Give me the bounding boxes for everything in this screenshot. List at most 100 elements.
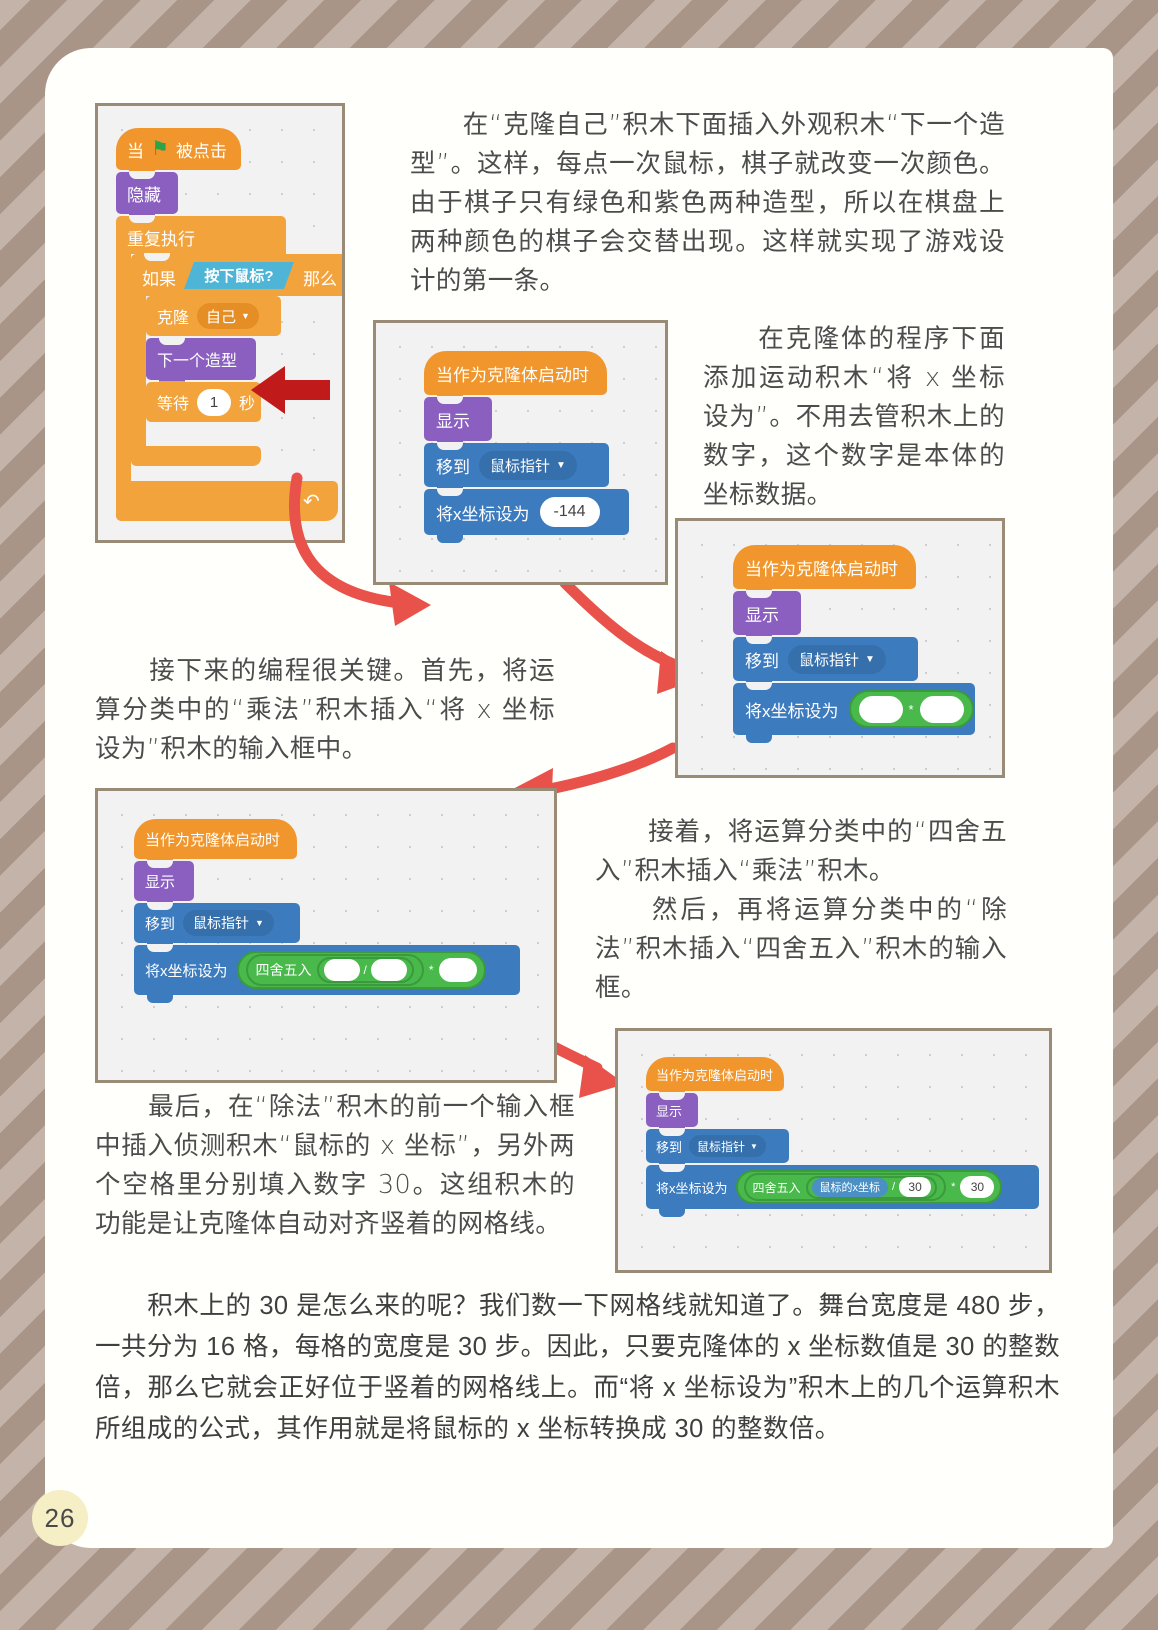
set-x-value: -144 — [553, 503, 586, 520]
block-create-clone[interactable]: 克隆 自己 ▼ — [146, 295, 281, 336]
divide-operand-b[interactable] — [370, 959, 407, 981]
multiply-operand-a[interactable] — [858, 695, 903, 723]
block-wait[interactable]: 等待 1 秒 — [146, 381, 261, 422]
paragraph-5: 最后，在“除法”积木的前一个输入框中插入侦测积木“鼠标的 x 坐标”，另外两个空… — [95, 1092, 575, 1239]
block-when-i-start-as-clone[interactable]: 当作为克隆体启动时 — [424, 351, 607, 403]
goto-target-dropdown[interactable]: 鼠标指针 ▼ — [479, 450, 577, 480]
block-round[interactable]: 四舍五入 鼠标的x坐标 / 30 — [743, 1173, 947, 1201]
operand-c-value: 30 — [970, 1180, 985, 1194]
block-notch-top — [159, 295, 185, 303]
block-notch — [659, 1208, 685, 1217]
clone-script-panel-1: 当作为克隆体启动时 显示 移到 鼠标指针 ▼ 将x坐标设为 — [373, 320, 668, 585]
block-divide[interactable]: / — [316, 957, 414, 983]
block-next-costume[interactable]: 下一个造型 — [146, 337, 256, 388]
divide-operator: / — [892, 1181, 896, 1193]
clone-target-dropdown[interactable]: 自己 ▼ — [197, 303, 259, 329]
block-goto[interactable]: 移到 鼠标指针 ▼ — [646, 1128, 789, 1171]
block-if-then[interactable]: 如果 按下鼠标? 那么 — [131, 253, 342, 296]
divide-operand-b[interactable]: 30 — [899, 1177, 932, 1197]
block-show[interactable]: 显示 — [646, 1092, 698, 1135]
green-flag-icon: ⚑ — [151, 138, 169, 160]
block-notch-top — [129, 215, 155, 223]
paragraph-2: 在克隆体的程序下面添加运动积木“将 x 坐标设为”。不用去管积木上的数字，这个数… — [703, 324, 1005, 510]
clone-script-panel-2: 当作为克隆体启动时 显示 移到 鼠标指针 ▼ 将x坐标设为 — [675, 518, 1005, 778]
goto-target-dropdown[interactable]: 鼠标指针 ▼ — [183, 910, 274, 936]
loop-arrow-icon: ↷ — [303, 491, 320, 513]
goto-label: 移到 — [745, 651, 779, 671]
forever-label: 重复执行 — [127, 230, 195, 249]
set-x-label: 将x坐标设为 — [656, 1180, 728, 1196]
block-when-i-start-as-clone[interactable]: 当作为克隆体启动时 — [134, 819, 297, 867]
block-show[interactable]: 显示 — [134, 860, 194, 909]
block-set-x[interactable]: 将x坐标设为 四舍五入 鼠标的x坐标 / 30 — [646, 1164, 1039, 1217]
goto-target-label: 鼠标指针 — [193, 915, 250, 931]
block-multiply[interactable]: 四舍五入 / * — [236, 951, 486, 989]
goto-target-dropdown[interactable]: 鼠标指针 ▼ — [689, 1135, 766, 1157]
divide-operand-a[interactable] — [323, 959, 360, 981]
show-label: 显示 — [436, 411, 470, 431]
block-notch-top — [659, 1164, 685, 1172]
block-goto[interactable]: 移到 鼠标指针 ▼ — [733, 636, 918, 689]
show-label: 显示 — [656, 1103, 683, 1119]
block-multiply[interactable]: 四舍五入 鼠标的x坐标 / 30 * 30 — [735, 1170, 1003, 1204]
chevron-down-icon: ▼ — [255, 918, 264, 928]
wait-value: 1 — [209, 393, 219, 411]
block-notch — [437, 534, 463, 543]
block-notch-top — [437, 442, 463, 450]
block-divide[interactable]: 鼠标的x坐标 / 30 — [805, 1175, 938, 1199]
round-label: 四舍五入 — [752, 1180, 801, 1195]
clicked-label: 被点击 — [175, 141, 227, 161]
block-notch-top — [746, 636, 772, 644]
paragraph-1: 在“克隆自己”积木下面插入外观积木“下一个造型”。这样，每点一次鼠标，棋子就改变… — [410, 110, 1005, 296]
if-bottom — [131, 446, 261, 466]
chevron-down-icon: ▼ — [241, 311, 250, 321]
block-forever[interactable]: 重复执行 — [116, 215, 286, 254]
block-when-i-start-as-clone[interactable]: 当作为克隆体启动时 — [646, 1057, 784, 1099]
set-x-label: 将x坐标设为 — [436, 504, 530, 524]
set-x-value-input[interactable]: -144 — [539, 497, 600, 527]
multiply-operand-c[interactable] — [438, 958, 477, 982]
block-notch-top — [159, 337, 185, 345]
goto-label: 移到 — [436, 457, 470, 477]
multiply-operator: * — [951, 1181, 956, 1193]
show-label: 显示 — [745, 605, 779, 625]
set-x-label: 将x坐标设为 — [145, 962, 228, 980]
block-notch-top — [746, 682, 772, 690]
block-notch-top — [659, 1092, 685, 1100]
block-hide[interactable]: 隐藏 — [116, 171, 178, 222]
block-when-flag-clicked[interactable]: 当 ⚑ 被点击 — [116, 128, 241, 178]
block-when-i-start-as-clone[interactable]: 当作为克隆体启动时 — [733, 545, 916, 597]
when-clone-label: 当作为克隆体启动时 — [145, 831, 281, 849]
block-set-x[interactable]: 将x坐标设为 * — [733, 682, 975, 743]
block-goto[interactable]: 移到 鼠标指针 ▼ — [424, 442, 609, 495]
block-show[interactable]: 显示 — [733, 590, 801, 643]
show-label: 显示 — [145, 873, 176, 891]
when-clone-label: 当作为克隆体启动时 — [436, 365, 589, 385]
block-notch-top — [129, 171, 155, 179]
forever-left-wall — [116, 254, 131, 481]
block-mouse-x[interactable]: 鼠标的x坐标 — [811, 1177, 889, 1197]
chevron-down-icon: ▼ — [750, 1141, 758, 1151]
multiply-operand-b[interactable] — [919, 695, 964, 723]
block-round[interactable]: 四舍五入 / — [245, 954, 424, 986]
main-script-panel: 当 ⚑ 被点击 隐藏 重复执行 ↷ 如果 — [95, 103, 345, 543]
block-set-x[interactable]: 将x坐标设为 -144 — [424, 488, 629, 543]
goto-target-dropdown[interactable]: 鼠标指针 ▼ — [788, 644, 886, 674]
block-goto[interactable]: 移到 鼠标指针 ▼ — [134, 902, 300, 951]
then-label: 那么 — [303, 270, 337, 289]
block-show[interactable]: 显示 — [424, 396, 492, 449]
goto-target-label: 鼠标指针 — [697, 1139, 746, 1154]
multiply-operand-c[interactable]: 30 — [960, 1176, 995, 1198]
if-label: 如果 — [142, 270, 176, 289]
block-mouse-down[interactable]: 按下鼠标? — [184, 262, 294, 289]
block-multiply[interactable]: * — [848, 690, 974, 728]
block-notch-top — [144, 253, 170, 261]
block-set-x[interactable]: 将x坐标设为 四舍五入 / — [134, 944, 520, 1003]
chevron-down-icon: ▼ — [865, 653, 875, 665]
if-left-wall — [131, 296, 146, 446]
next-costume-label: 下一个造型 — [157, 353, 238, 370]
wait-label: 等待 — [157, 396, 190, 413]
clone-target-label: 自己 — [206, 308, 237, 326]
chevron-down-icon: ▼ — [556, 459, 566, 471]
wait-value-input[interactable]: 1 — [197, 388, 232, 416]
